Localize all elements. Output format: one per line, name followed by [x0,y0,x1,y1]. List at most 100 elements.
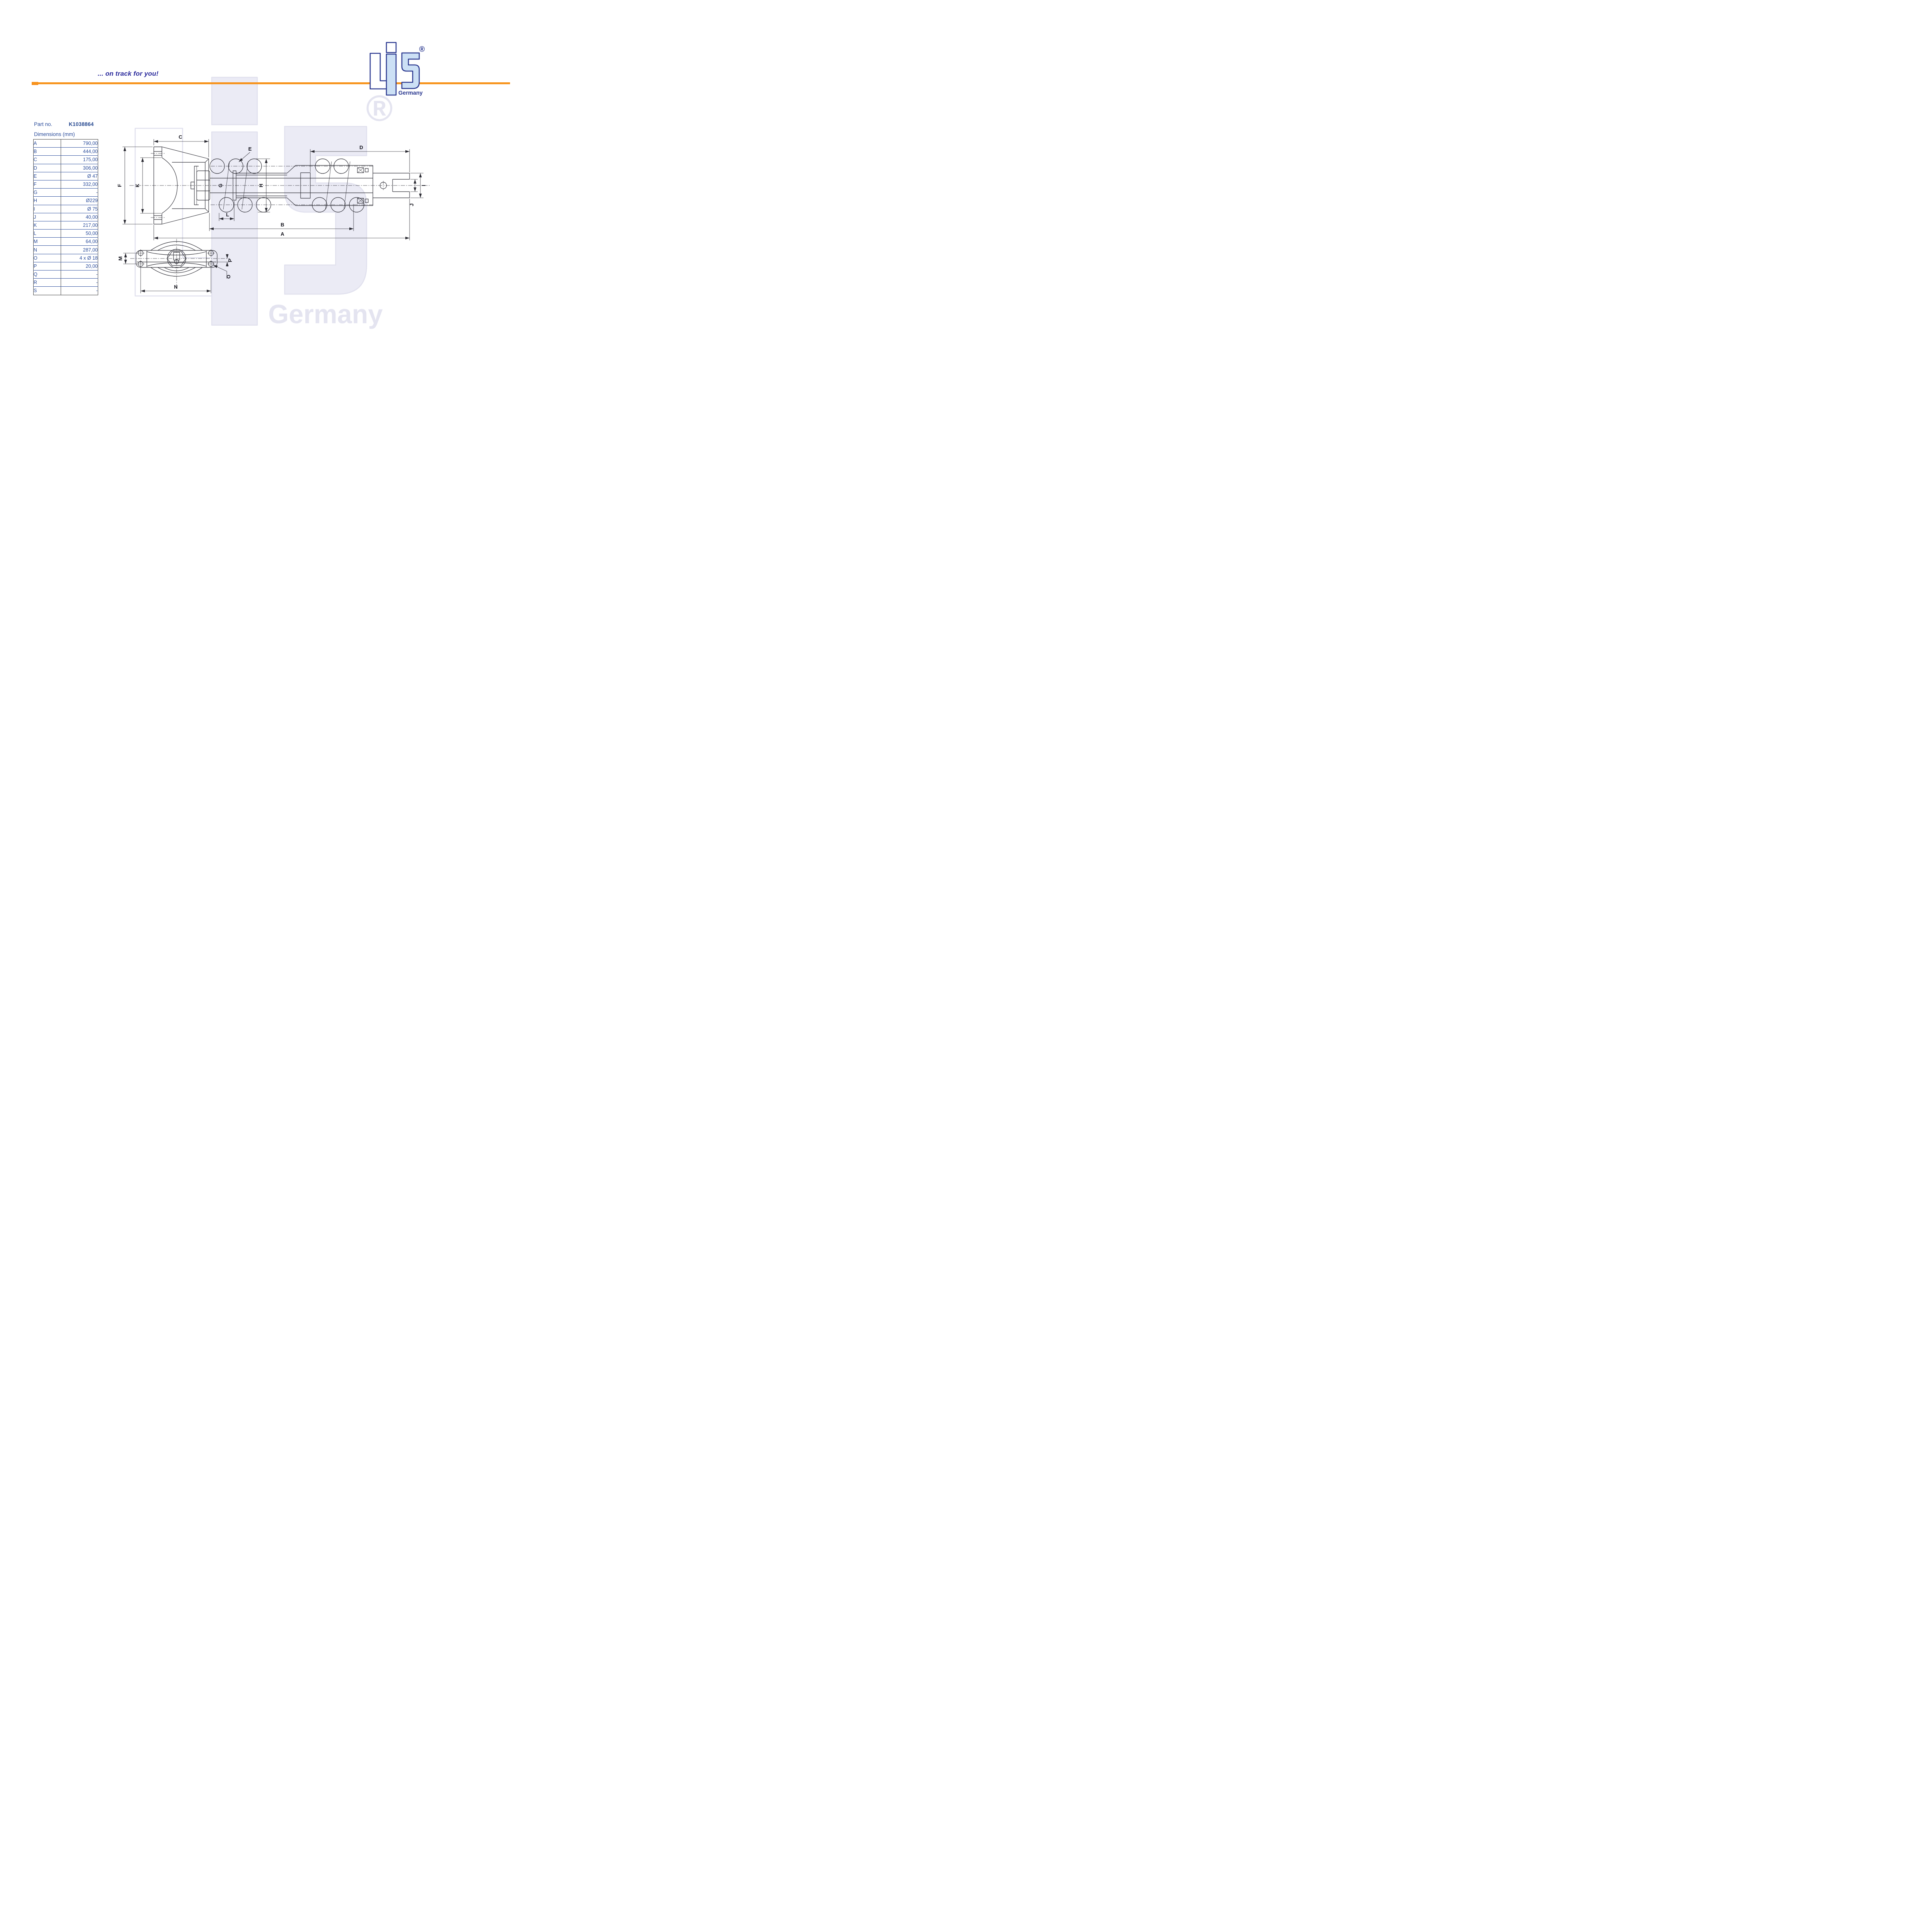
bolt-holes [137,249,215,268]
dimension-I: I [410,173,427,198]
dim-label-k: K [134,184,140,187]
dim-value: - [61,188,98,197]
dim-value: Ø229 [61,196,98,205]
dim-key: L [33,229,61,238]
dimension-P: P [217,254,233,267]
dim-value: 332,00 [61,180,98,189]
logo-letter-i-dot [386,43,396,53]
dim-label-i: I [421,185,427,186]
part-number-line: Part no. K1038864 [34,121,94,127]
dimension-L: L [219,201,235,221]
dimension-A: A [153,199,410,240]
dim-value: 64,00 [61,237,98,246]
dim-label-c: C [179,134,182,140]
damper-body [296,165,373,206]
dim-key: A [33,139,61,148]
dim-value: 175,00 [61,155,98,164]
dimension-D: D [310,145,410,172]
header-rule [32,82,510,84]
hex-nut [190,166,210,205]
dim-key: G [33,188,61,197]
dim-key: B [33,147,61,156]
dim-label-b: B [281,222,284,228]
bell-housing-outline [151,146,209,225]
dim-value: 4 x Ø 18 [61,254,98,262]
dim-value: - [96,288,98,294]
dimension-E: E [238,146,252,162]
lis-logo: ® Germany [363,34,425,96]
dim-key: K [33,221,61,230]
dim-label-g: G [218,184,223,187]
dim-value: Ø 75 [61,205,98,213]
logo-country: Germany [398,90,423,96]
piston-rod [210,178,373,193]
dimension-N: N [140,267,211,293]
spring-seat-tube [233,165,296,206]
dim-label-o: O [226,275,231,279]
dimension-O: O [213,265,231,279]
dim-value: 50,00 [61,229,98,238]
dim-label-l: L [226,212,229,218]
table-row: R- [33,278,98,287]
part-number-label: Part no. [34,121,53,127]
clevis-fork [373,173,410,198]
dim-key: O [33,254,61,262]
main-section-view: F K C E H G [117,134,430,240]
table-row: S- [33,286,98,295]
dim-value: 444,00 [61,147,98,156]
dim-label-n: N [174,284,177,290]
dimension-H: H [256,158,270,213]
dim-value: - [61,270,98,279]
dimensions-label: Dimensions (mm) [34,131,75,137]
datasheet-page: { "brand": { "slogan": "... on track for… [0,0,542,383]
dimension-C: C [153,134,209,157]
dim-key: N [33,245,61,254]
flange-bottom-view: M N P O [117,239,233,293]
dimension-M: M [117,253,137,264]
dim-label-a: A [281,231,284,237]
dim-label-h: H [258,184,264,187]
dim-label-m: M [117,257,123,261]
dim-label-f: F [117,184,122,187]
dim-value: 306,00 [61,164,98,172]
dimension-K: K [134,157,161,214]
registered-mark: ® [419,45,425,54]
dim-value: 20,00 [61,262,98,271]
dim-value: Ø 47 [61,172,98,180]
coil-spring-section [209,158,364,213]
dim-value: - [61,278,98,287]
technical-drawing: F K C E H G [117,134,430,293]
dim-key: P [33,262,61,271]
dim-label-j: J [409,203,415,206]
logo-letter-i-stem [386,54,396,95]
dim-key: J [33,213,61,221]
logo-letter-s [402,53,419,88]
table-row: G- [33,188,98,197]
dim-key: Q [33,270,61,279]
dim-key: H [33,196,61,205]
dim-value: 217,00 [61,221,98,230]
table-row: Q- [33,270,98,279]
dim-key: R [33,278,61,287]
dim-key: E [33,172,61,180]
dim-key: F [33,180,61,189]
center-boss [167,249,186,268]
dim-key: C [33,155,61,164]
dim-key: S [33,286,61,295]
